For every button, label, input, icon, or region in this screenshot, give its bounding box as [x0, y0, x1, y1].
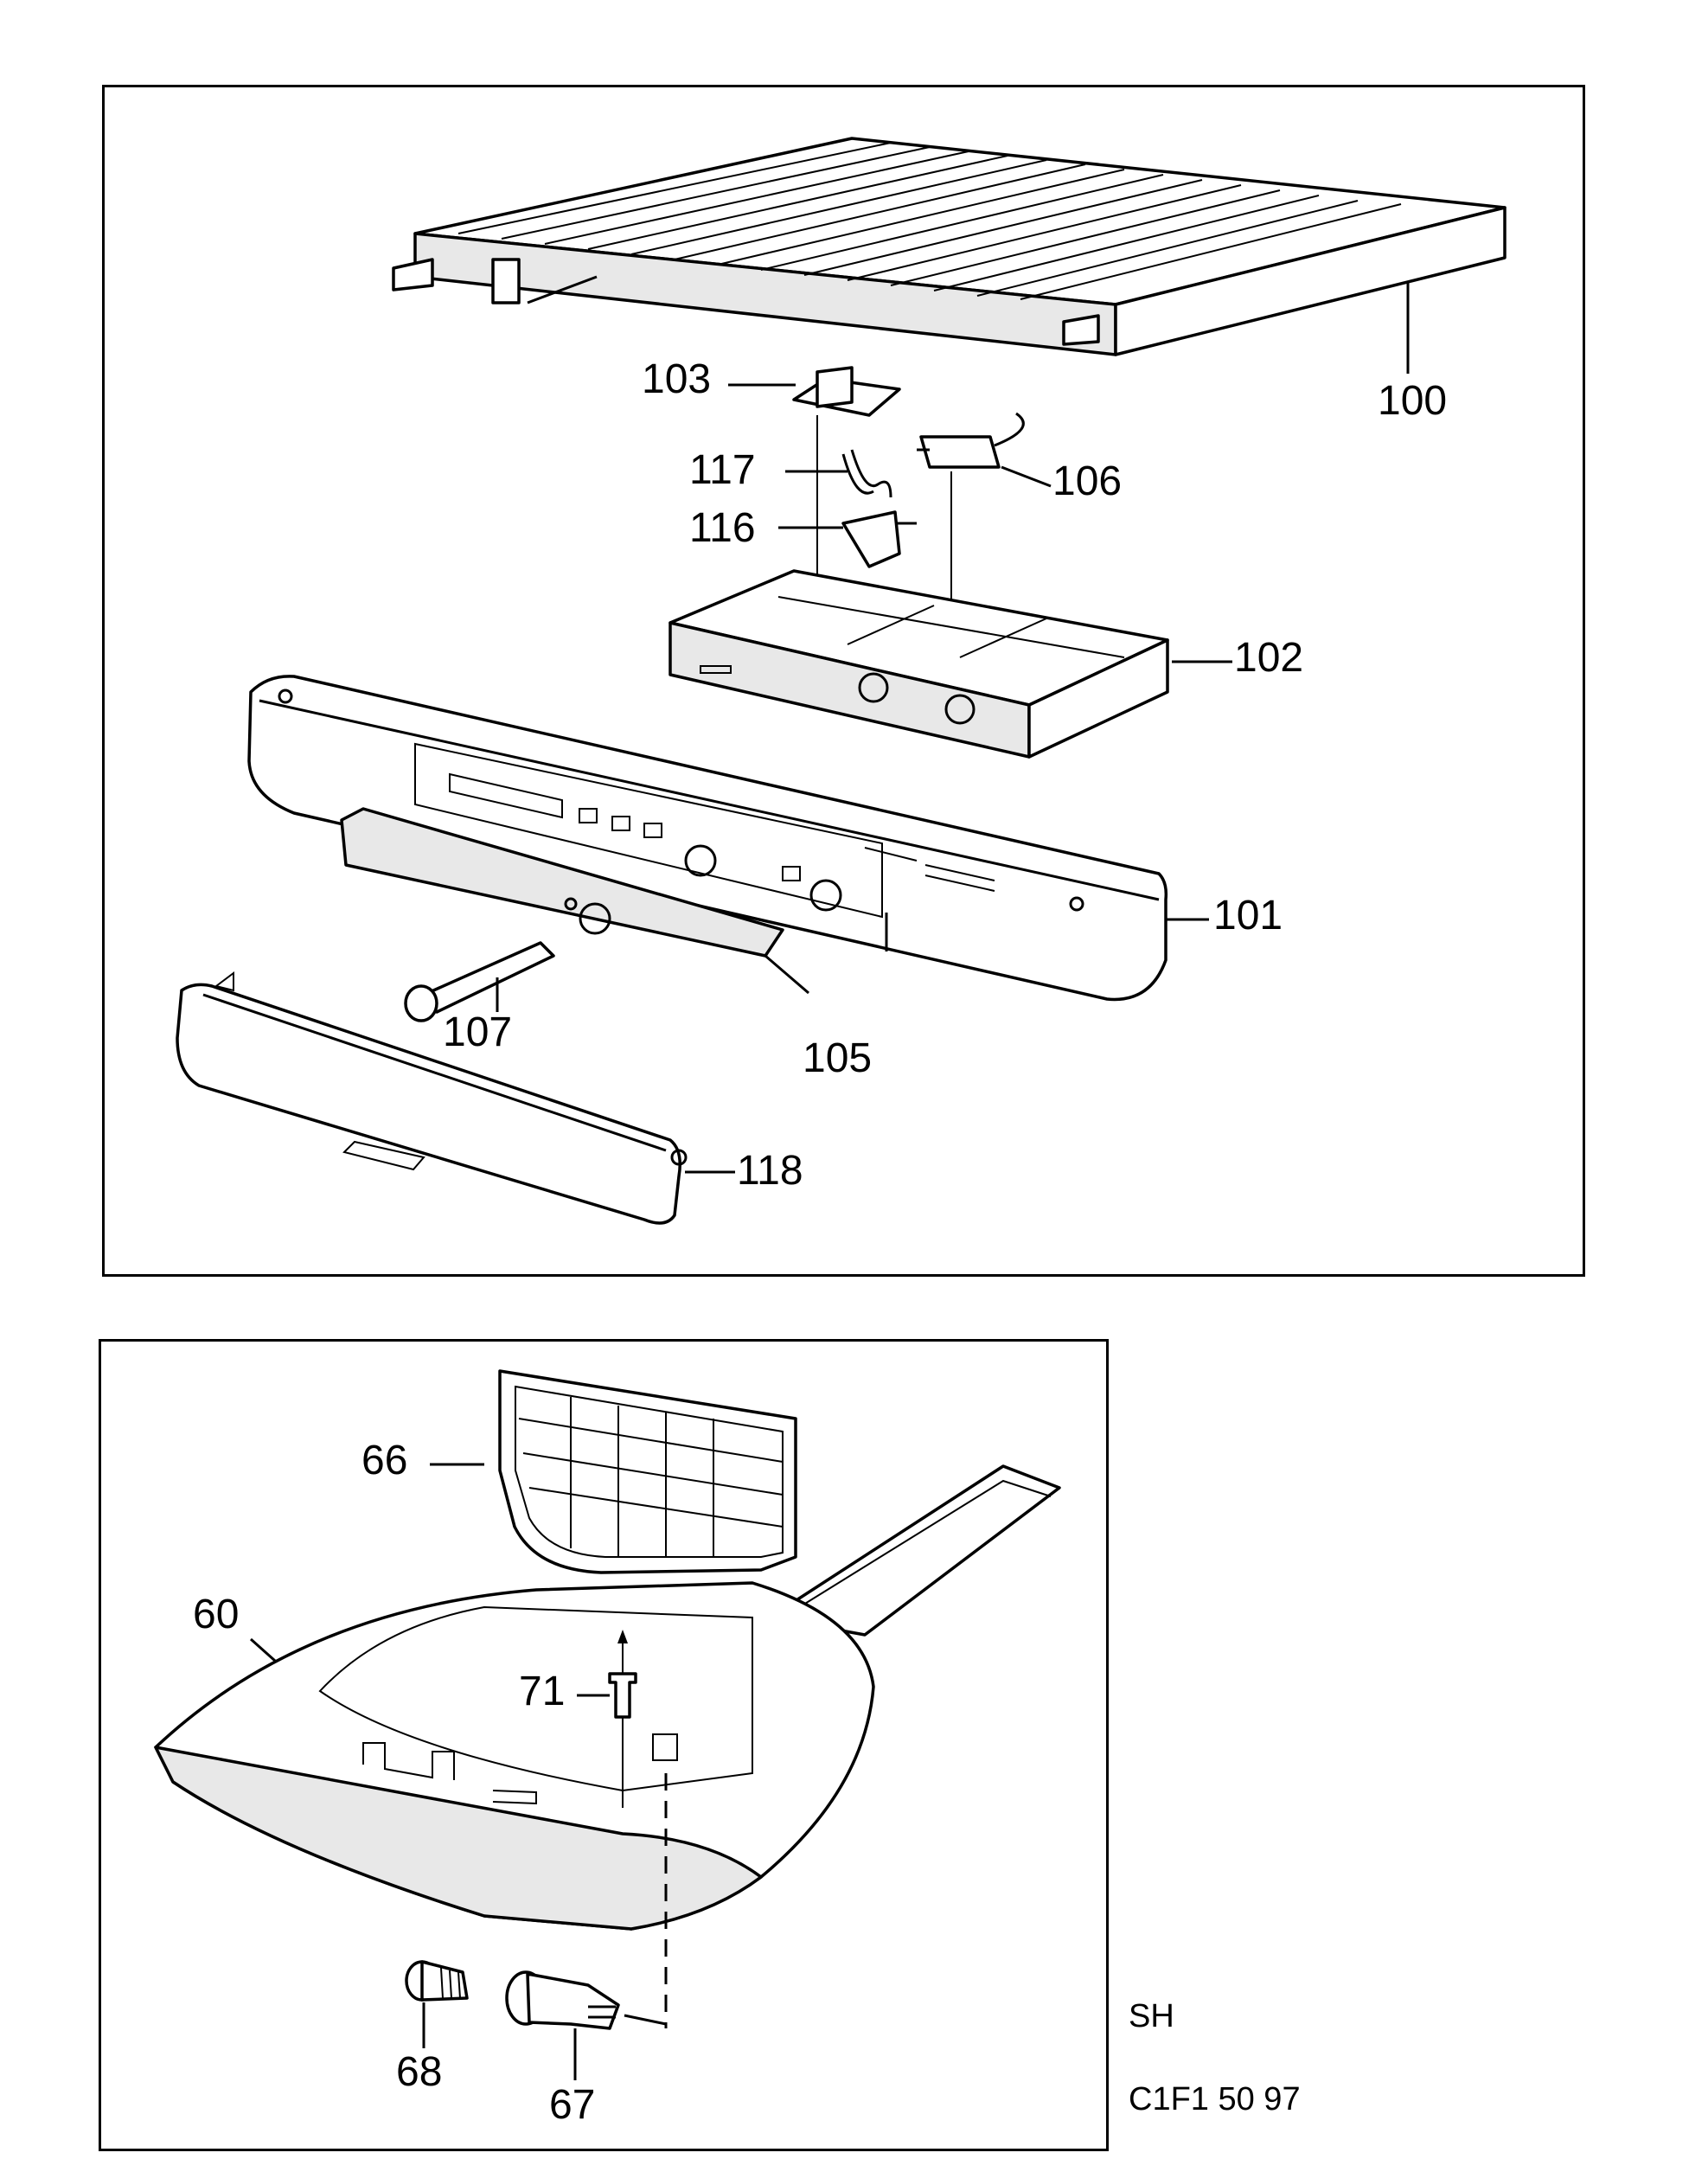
label-102: 102 [1234, 635, 1304, 681]
label-71: 71 [519, 1669, 566, 1714]
part-116-holder [841, 510, 917, 568]
footer-code-line1: SH [1129, 1998, 1174, 2034]
label-107: 107 [443, 1009, 513, 1055]
part-105-strip [340, 807, 784, 958]
part-60-lamp-cover [154, 1464, 1061, 1931]
alignment-tail [624, 2014, 667, 2026]
part-102-housing [668, 569, 1169, 759]
label-105: 105 [803, 1035, 873, 1081]
label-66: 66 [361, 1438, 408, 1483]
part-107-shaft [404, 941, 555, 1022]
part-117-clip-inner [841, 453, 874, 495]
part-101-control-panel [247, 675, 1168, 1002]
label-60: 60 [193, 1592, 240, 1637]
part-106-switch [917, 412, 1025, 469]
part-66-grille-lid [498, 1369, 797, 1574]
part-118-cover-strip [176, 971, 688, 1225]
footer-code-line2: C1F1 50 97 [1129, 2081, 1301, 2117]
label-68: 68 [396, 2049, 443, 2095]
part-100-cover [392, 137, 1506, 356]
bottom-assembly-frame [99, 1339, 1109, 2151]
label-101: 101 [1213, 893, 1283, 939]
part-67-socket [505, 1970, 620, 2030]
top-assembly-frame [102, 85, 1585, 1277]
label-100: 100 [1378, 378, 1448, 424]
leader-60 [250, 1637, 276, 1662]
label-67: 67 [549, 2082, 596, 2128]
part-117-clip [850, 449, 892, 498]
label-116: 116 [689, 505, 756, 551]
part-68-screw [405, 1960, 469, 2002]
label-118: 118 [737, 1148, 803, 1194]
part-103-bracket [792, 366, 901, 417]
leader-106 [1001, 465, 1052, 488]
label-117: 117 [689, 447, 756, 493]
label-103: 103 [642, 356, 712, 402]
label-106: 106 [1052, 458, 1123, 504]
part-71-clip [608, 1630, 637, 1808]
leader-105 [764, 954, 809, 995]
